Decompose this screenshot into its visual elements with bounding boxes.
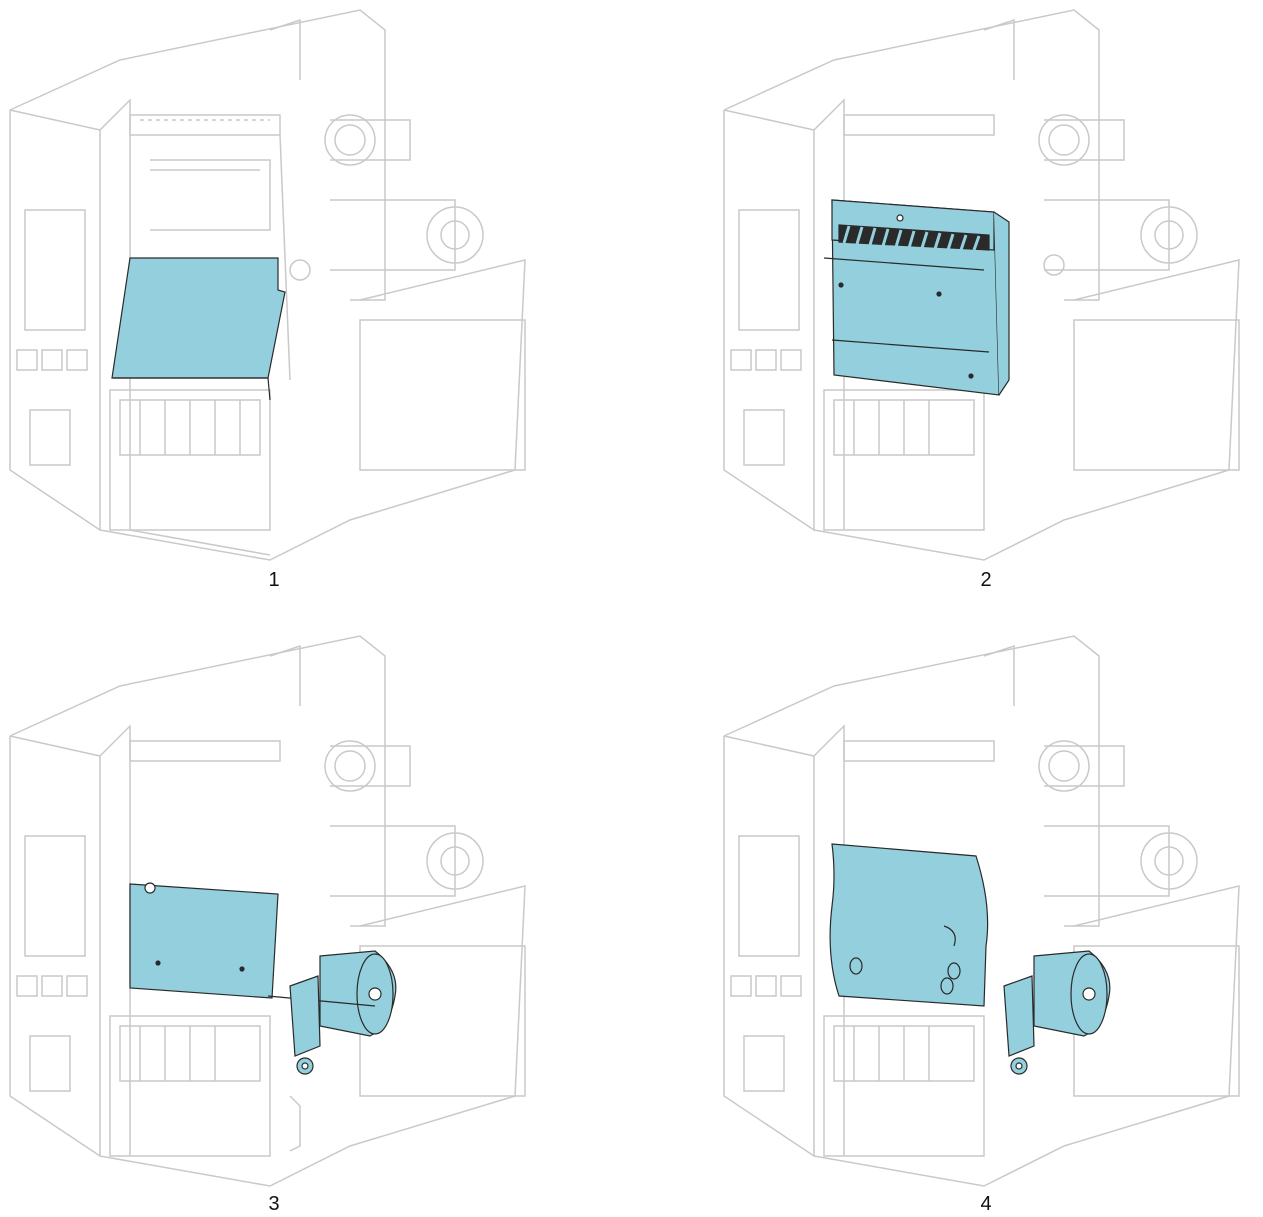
step-label-3: 3 <box>268 1193 280 1215</box>
liner-take-up-with-peel-door <box>829 843 1111 1075</box>
step-4-illustration <box>714 626 1263 1196</box>
media-cover-plate <box>111 257 286 401</box>
step-2-illustration <box>714 0 1263 570</box>
step-label-2: 2 <box>980 569 992 591</box>
printer-drawing <box>9 9 526 561</box>
printer-outline <box>723 635 1240 1187</box>
step-label-4: 4 <box>980 1193 992 1215</box>
printer-drawing <box>723 9 1240 561</box>
cutter-module <box>823 199 1010 396</box>
printer-drawing <box>723 635 1240 1187</box>
printer-drawing <box>9 635 526 1187</box>
step-label-1: 1 <box>268 569 280 591</box>
peel-module-with-rewind-spindle <box>129 882 397 1075</box>
step-1-illustration <box>0 0 560 570</box>
printer-outline <box>723 9 1240 561</box>
step-3-illustration <box>0 626 560 1196</box>
printer-outline <box>9 9 526 561</box>
printer-outline <box>9 635 526 1187</box>
